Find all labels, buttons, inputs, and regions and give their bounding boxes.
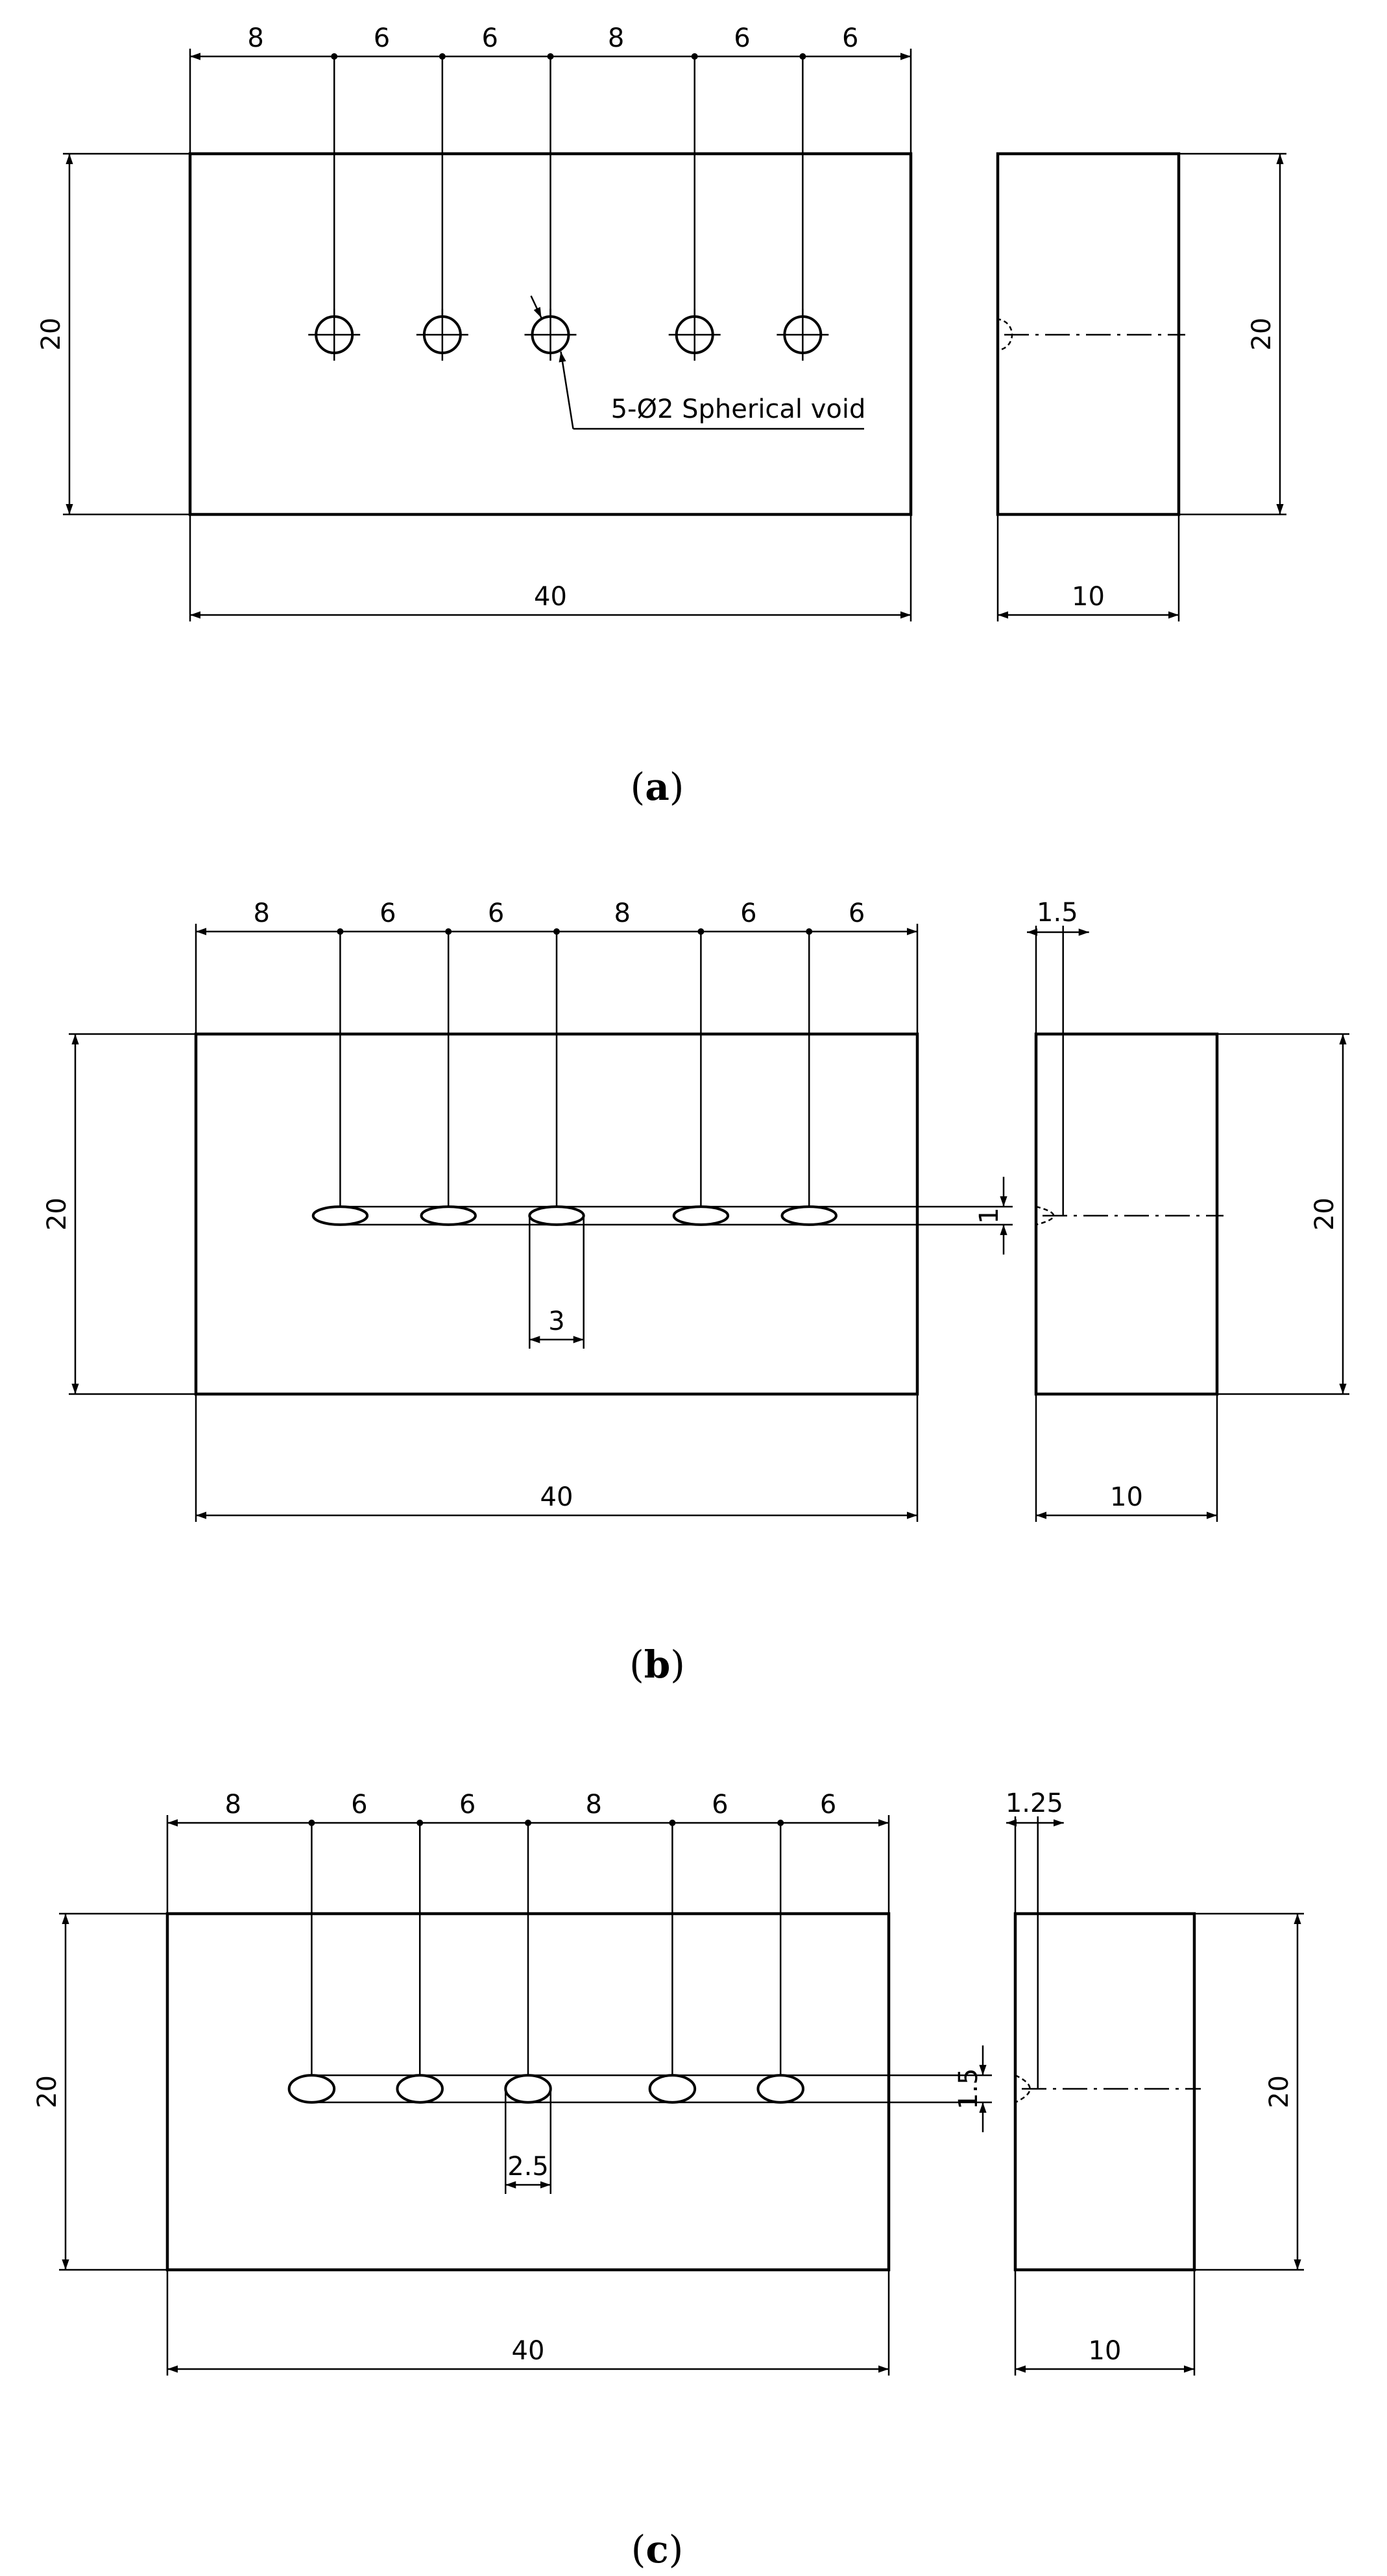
ellipsoidal-void bbox=[396, 2074, 444, 2104]
side-height-label: 20 bbox=[1264, 2075, 1294, 2108]
spacing-label: 8 bbox=[614, 898, 630, 928]
spacing-label: 8 bbox=[253, 898, 269, 928]
caption-paren-open: ( bbox=[631, 2527, 646, 2571]
spacing-label: 6 bbox=[740, 898, 756, 928]
void-height-label: 1.5 bbox=[954, 2068, 983, 2110]
caption-letter: c bbox=[645, 2527, 668, 2571]
spacing-label: 8 bbox=[585, 1790, 601, 1820]
side-view-outline bbox=[1013, 1912, 1196, 2272]
void-width-label: 2.5 bbox=[507, 2152, 549, 2182]
caption-letter: b bbox=[644, 1643, 671, 1687]
panel-c: 8 6 6 8 6 6 20 40 20 10 1.5 2.5 1.25 (c) bbox=[32, 1788, 1304, 2571]
spacing-label: 6 bbox=[849, 898, 865, 928]
spacing-label: 6 bbox=[842, 23, 858, 53]
caption-paren-close: ) bbox=[669, 2527, 684, 2571]
side-width-label: 10 bbox=[1110, 1482, 1143, 1512]
panel-a: 8 6 6 8 6 6 20 40 20 10 5-Ø2 Spherical void (a) bbox=[36, 23, 1286, 809]
spacing-label: 6 bbox=[481, 23, 498, 53]
ellipsoidal-void bbox=[648, 2074, 697, 2104]
caption-paren-open: ( bbox=[629, 1643, 644, 1687]
ellipsoidal-void bbox=[287, 2074, 336, 2104]
void-height-label: 1 bbox=[974, 1207, 1004, 1223]
side-view-outline bbox=[1034, 1032, 1219, 1396]
side-width-label: 10 bbox=[1089, 2336, 1122, 2366]
caption-paren-open: ( bbox=[631, 765, 645, 809]
panel-caption: (b) bbox=[629, 1643, 685, 1687]
ellipsoidal-void bbox=[311, 1205, 369, 1226]
spacing-label: 6 bbox=[459, 1790, 476, 1820]
ellipsoidal-void bbox=[528, 1205, 585, 1226]
width-label: 40 bbox=[534, 582, 567, 612]
panel-caption: (a) bbox=[631, 765, 684, 809]
ellipsoidal-void bbox=[420, 1205, 477, 1226]
spacing-label: 6 bbox=[380, 898, 396, 928]
spacing-label: 8 bbox=[608, 23, 624, 53]
side-width-label: 10 bbox=[1072, 582, 1105, 612]
height-label: 20 bbox=[36, 318, 66, 351]
spacing-label: 6 bbox=[734, 23, 750, 53]
void-note: 5-Ø2 Spherical void bbox=[611, 394, 866, 424]
height-label: 20 bbox=[32, 2075, 62, 2108]
panel-caption: (c) bbox=[631, 2527, 684, 2571]
note-leader bbox=[559, 351, 574, 429]
caption-paren-close: ) bbox=[670, 1643, 685, 1687]
ellipsoidal-void bbox=[672, 1205, 730, 1226]
void-width-label: 3 bbox=[548, 1306, 564, 1336]
hidden-void bbox=[1035, 1205, 1055, 1226]
ellipsoidal-void bbox=[504, 2074, 552, 2104]
spacing-label: 6 bbox=[488, 898, 504, 928]
side-height-label: 20 bbox=[1247, 318, 1277, 351]
caption-letter: a bbox=[645, 765, 669, 809]
void-depth-label: 1.5 bbox=[1037, 898, 1078, 928]
width-label: 40 bbox=[540, 1482, 573, 1512]
height-label: 20 bbox=[42, 1198, 72, 1231]
hidden-void bbox=[996, 318, 1013, 352]
ellipsoidal-void bbox=[780, 1205, 838, 1226]
note-arrow bbox=[530, 295, 542, 319]
spacing-label: 6 bbox=[374, 23, 390, 53]
side-height-label: 20 bbox=[1310, 1198, 1340, 1231]
ellipsoidal-void bbox=[756, 2074, 804, 2104]
spacing-label: 6 bbox=[712, 1790, 728, 1820]
spacing-label: 6 bbox=[820, 1790, 836, 1820]
caption-paren-close: ) bbox=[669, 765, 684, 809]
spacing-label: 8 bbox=[224, 1790, 241, 1820]
spacing-label: 8 bbox=[247, 23, 263, 53]
spacing-label: 6 bbox=[351, 1790, 367, 1820]
void-depth-label: 1.25 bbox=[1006, 1788, 1063, 1818]
width-label: 40 bbox=[512, 2336, 545, 2366]
panel-b: 8 6 6 8 6 6 20 40 20 10 1 3 1.5 (b) bbox=[42, 898, 1349, 1687]
